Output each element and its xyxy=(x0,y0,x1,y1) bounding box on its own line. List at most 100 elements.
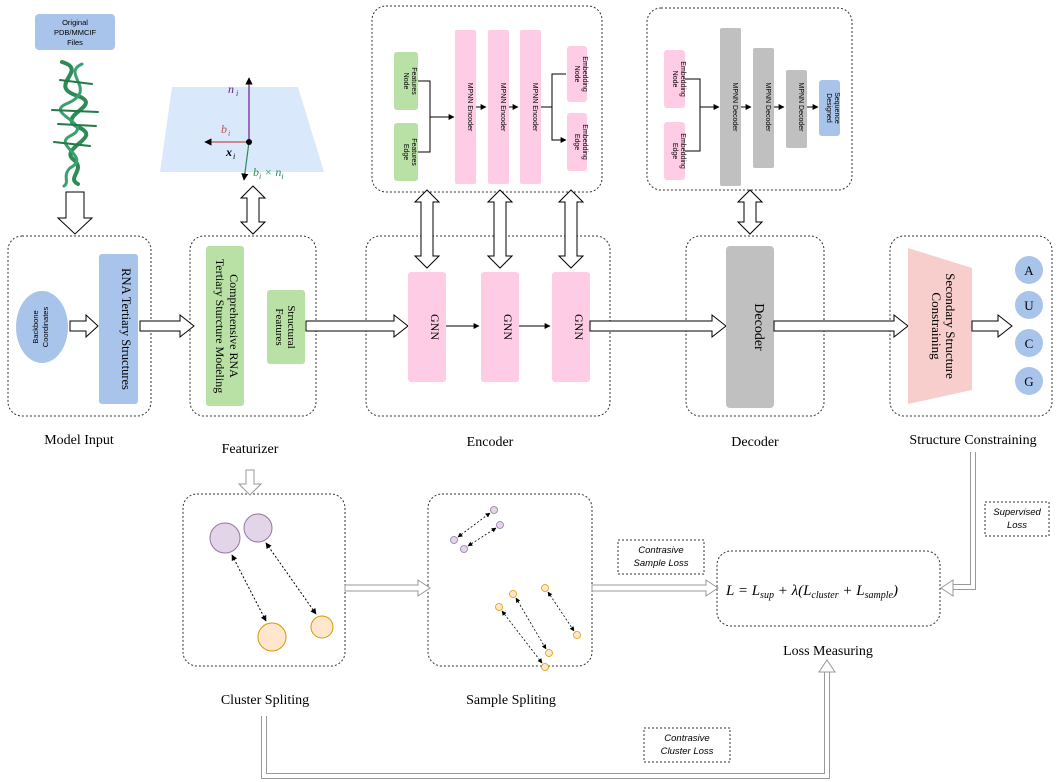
bxn-label: bi × ni xyxy=(253,165,284,181)
mpnn-encoder-3 xyxy=(520,30,541,184)
constraint-line-2: Constraining xyxy=(929,292,944,360)
modeling-line-1: Comprehensive RNA xyxy=(227,274,241,378)
n-vector-sub: i xyxy=(236,89,238,98)
supervised-loss-path xyxy=(953,452,976,590)
contrastive-sample-1: Contrasive xyxy=(638,545,683,556)
double-arrow-decoder xyxy=(736,189,764,235)
mpnn-decoder-2-label: MPNN Decoder xyxy=(764,82,771,132)
base-g-node xyxy=(1015,367,1043,395)
enc-edge-emb-1: Edge xyxy=(573,134,580,150)
secondary-structure-trapezoid xyxy=(908,248,972,404)
contrastive-cluster-1: Contrasive xyxy=(664,733,709,744)
local-frame-plane xyxy=(160,87,324,172)
enc-node-emb-2: Embedding xyxy=(581,56,588,92)
supervised-loss-box xyxy=(984,501,1050,537)
dec-node-emb-2: Embedding xyxy=(679,61,686,97)
base-c: C xyxy=(1025,336,1034,351)
double-arrow-frame-featurizer xyxy=(239,185,267,235)
structure-constraining-label: Structure Constraining xyxy=(909,433,1036,448)
node-features-box xyxy=(394,52,418,110)
hollow-arrow-encoder-to-decoder xyxy=(589,313,727,339)
structural-line-1: Structural xyxy=(285,305,297,348)
base-u-node xyxy=(1015,291,1043,319)
dec-edge-emb-1: Edge xyxy=(671,143,678,159)
local-frame-diagram: n i b i x i bi × ni xyxy=(160,77,324,181)
hollow-arrow-decoder-to-constraint xyxy=(773,313,909,339)
supervised-2: Loss xyxy=(1007,520,1027,531)
loss-container xyxy=(716,550,941,627)
edge-embedding-box xyxy=(567,113,587,171)
files-line-3: Files xyxy=(67,38,83,47)
model-input-label: Model Input xyxy=(44,433,114,448)
enc-edge-emb-2: Embedding xyxy=(581,124,588,160)
encoder-detail-container xyxy=(371,5,603,193)
decoder-box-label: Decoder xyxy=(751,303,766,351)
backbone-line-2: Coordinates xyxy=(41,307,50,348)
node-features-1: Node xyxy=(402,73,409,90)
mpnn-encoder-2-label: MPNN Encoder xyxy=(499,83,506,132)
hollow-arrow-down-input xyxy=(56,191,94,235)
enc-node-emb-1: Node xyxy=(573,66,580,83)
base-u: U xyxy=(1024,298,1034,313)
edge-features-1: Edge xyxy=(402,144,409,160)
b-vector-sub: i xyxy=(228,129,230,138)
supervised-1: Supervised xyxy=(993,507,1041,518)
gnn-1-label: GNN xyxy=(428,314,442,340)
dec-node-embedding-box xyxy=(664,50,685,108)
designed-1: Designed xyxy=(825,93,832,123)
featurizer-label: Featurizer xyxy=(222,442,279,457)
mpnn-decoder-3-label: MPNN Decoder xyxy=(797,82,804,132)
decoder-box xyxy=(726,246,774,408)
edge-features-box xyxy=(394,123,418,181)
mpnn-encoder-3-label: MPNN Encoder xyxy=(531,83,538,132)
edge-features-2: Features xyxy=(410,138,417,166)
structural-line-2: Features xyxy=(273,308,285,345)
base-c-node xyxy=(1015,329,1043,357)
files-line-1: Original xyxy=(62,18,88,27)
nucleotide-bases: A U C G xyxy=(1015,256,1043,395)
contrastive-sample-2: Sample Loss xyxy=(634,558,689,569)
mpnn-encoder-2 xyxy=(488,30,509,184)
cluster-loss-path xyxy=(261,670,830,779)
base-a: A xyxy=(1024,263,1034,278)
contrastive-cluster-2: Cluster Loss xyxy=(661,746,714,757)
hollow-arrow-to-bases xyxy=(971,313,1013,339)
dec-edge-embedding-box xyxy=(664,122,685,180)
modeling-line-2: Tertiary Sturcture Modeling xyxy=(213,259,227,393)
contrastive-cluster-loss-box xyxy=(643,727,731,763)
dec-node-emb-1: Node xyxy=(671,71,678,88)
hollow-arrow-featurizer-to-cluster xyxy=(237,469,263,496)
cluster-nodes xyxy=(209,513,334,652)
double-arrows-encoder xyxy=(413,189,585,269)
comprehensive-modeling-box xyxy=(206,246,244,406)
original-files-box xyxy=(35,14,115,50)
dec-edge-emb-2: Embedding xyxy=(679,133,686,169)
rna-structure-image xyxy=(51,60,99,188)
loss-formula: L = Lsup + λ(Lcluster + Lsample) xyxy=(725,583,898,601)
sample-nodes xyxy=(450,506,581,671)
cluster-spliting-label: Cluster Spliting xyxy=(221,693,309,708)
base-g: G xyxy=(1024,374,1033,389)
sample-container xyxy=(427,493,593,667)
backbone-coordinates-ellipse xyxy=(16,291,68,363)
designed-2: Sequence xyxy=(833,92,840,124)
rna-tertiary-text: RNA Tertiary Structures xyxy=(119,268,133,390)
supervised-loss-arrowhead xyxy=(940,579,954,597)
mpnn-decoder-1 xyxy=(720,28,741,186)
hollow-arrow-input-to-featurizer xyxy=(139,313,195,339)
x-point-sub: i xyxy=(233,152,235,161)
hollow-arrow-cluster-to-sample xyxy=(344,579,431,597)
encoder-label: Encoder xyxy=(467,435,514,450)
gnn-2-label: GNN xyxy=(501,314,515,340)
decoder-detail-container xyxy=(646,7,853,191)
sample-spliting-label: Sample Spliting xyxy=(466,693,556,708)
hollow-arrow-backbone-to-rna xyxy=(69,313,99,339)
node-features-2: Features xyxy=(410,67,417,95)
cluster-loss-arrowhead xyxy=(818,659,836,673)
mpnn-decoder-3 xyxy=(786,70,807,148)
mpnn-decoder-2 xyxy=(753,48,774,168)
constraint-line-1: Secondary Structure xyxy=(943,273,958,379)
rna-tertiary-box xyxy=(99,254,138,404)
mpnn-decoder-1-label: MPNN Decoder xyxy=(731,82,738,132)
